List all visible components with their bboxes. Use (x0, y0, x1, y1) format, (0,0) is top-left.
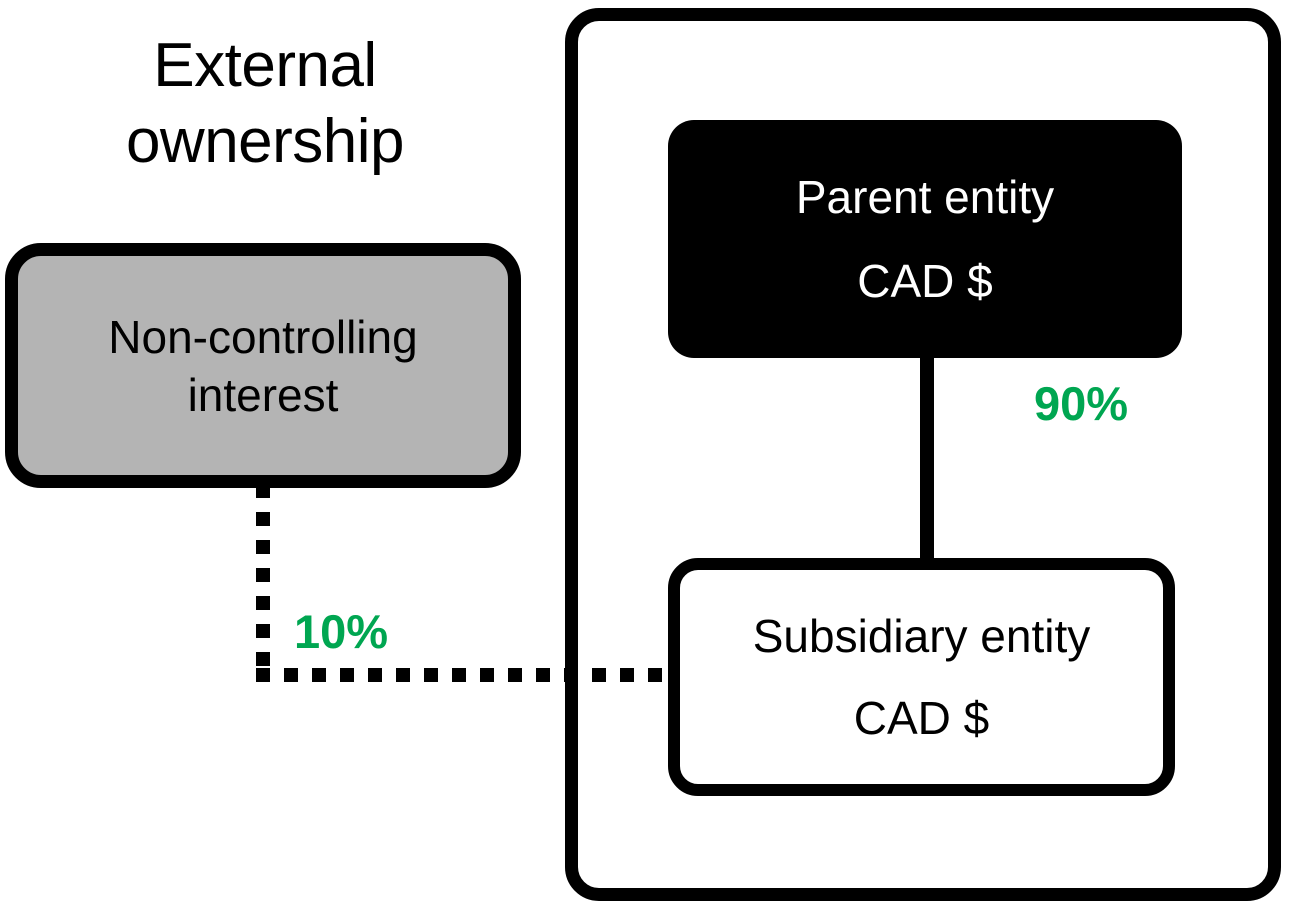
parent-label-line1: Parent entity (795, 171, 1055, 223)
connector-nci-vertical-dotted (256, 484, 270, 682)
node-subsidiary-entity[interactable]: Subsidiary entity CAD $ (668, 558, 1175, 796)
node-parent-entity[interactable]: Parent entity CAD $ (668, 120, 1182, 358)
ownership-label-nci-to-subsidiary: 10% (294, 605, 389, 658)
subsidiary-label-line2: CAD $ (853, 692, 990, 744)
connector-parent-to-subsidiary (920, 352, 934, 564)
nci-label-line1: Non-controlling (108, 310, 418, 363)
external-ownership-title: External ownership (125, 31, 405, 176)
nci-label-line2: interest (187, 368, 339, 421)
parent-label-line2: CAD $ (857, 255, 993, 307)
connector-nci-horizontal-dotted (256, 668, 674, 682)
ownership-label-parent-to-subsidiary: 90% (1034, 377, 1129, 430)
node-non-controlling-interest[interactable]: Non-controlling interest (5, 243, 521, 488)
subsidiary-label-line1: Subsidiary entity (752, 610, 1091, 662)
